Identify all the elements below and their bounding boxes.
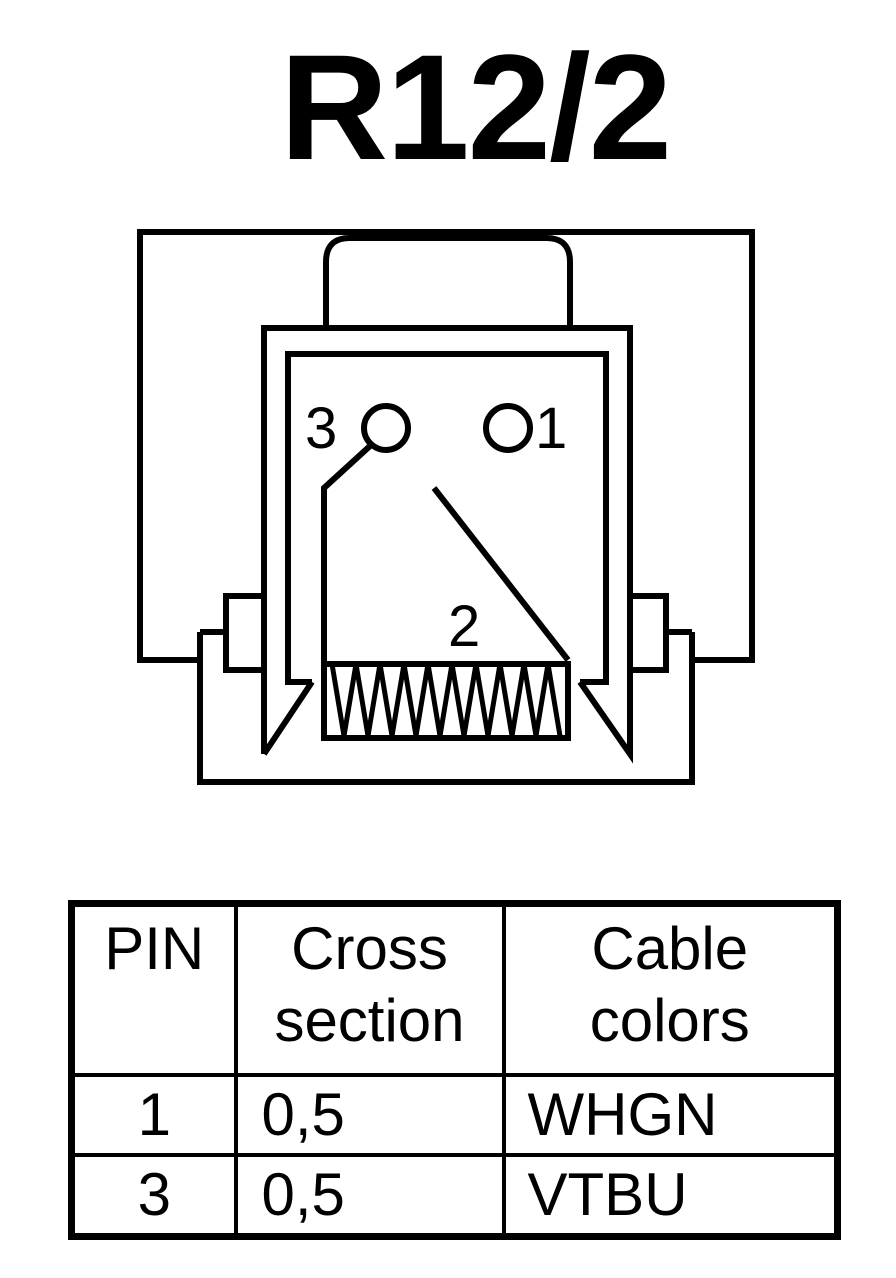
table-header-row: PIN Cross section Cable colors	[69, 901, 840, 1077]
left-latch	[200, 593, 267, 673]
inner-frame-outer	[261, 325, 633, 764]
pin-label-2: 2	[448, 594, 480, 659]
table-row: 3 0,5 VTBU	[69, 1153, 840, 1239]
connector-title: R12/2	[279, 23, 672, 191]
header-cross-section: Cross section	[233, 901, 506, 1077]
pin-2-lead	[431, 486, 571, 662]
header-cable-colors: Cable colors	[501, 901, 840, 1077]
right-latch	[627, 593, 692, 673]
connector-diagram: 3 1 2	[137, 229, 755, 785]
spring-zigzag	[329, 663, 563, 737]
inner-frame-outer-left-tip	[261, 680, 315, 756]
spring-contact-frame	[321, 661, 571, 741]
base-frame	[197, 632, 695, 785]
header-pin: PIN	[69, 901, 238, 1077]
pin-table: PIN Cross section Cable colors 1 0,5 WHG…	[68, 900, 841, 1240]
pin-label-3: 3	[305, 396, 337, 461]
key-tab	[323, 235, 573, 328]
pin-3-contact	[361, 403, 411, 453]
cell-cable-colors: WHGN	[501, 1073, 840, 1157]
pin-label-1: 1	[535, 396, 567, 461]
inner-frame-inner	[285, 351, 609, 685]
cell-cross-section: 0,5	[233, 1073, 506, 1157]
cell-pin: 1	[69, 1073, 238, 1157]
cell-pin: 3	[69, 1153, 238, 1239]
outer-housing	[137, 229, 755, 663]
cell-cable-colors: VTBU	[501, 1153, 840, 1239]
cell-cross-section: 0,5	[233, 1153, 506, 1239]
pin-3-lead	[321, 443, 373, 664]
pin-1-contact	[483, 403, 533, 453]
table-row: 1 0,5 WHGN	[69, 1073, 840, 1157]
